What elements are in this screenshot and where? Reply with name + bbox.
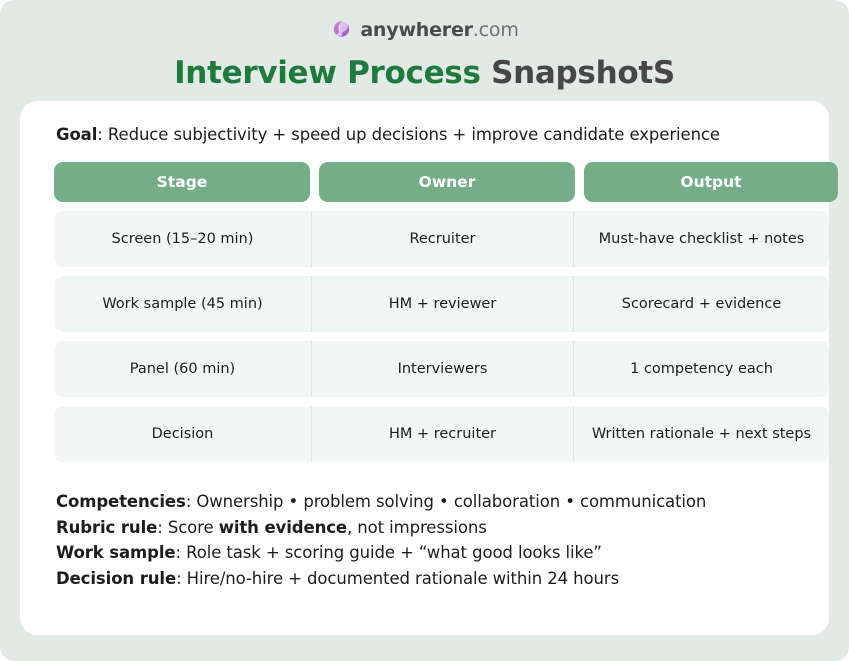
goal-line: Goal: Reduce subjectivity + speed up dec… (56, 125, 813, 144)
note-text: Role task + scoring guide + “what good l… (186, 543, 602, 562)
note-label: Competencies (56, 492, 186, 511)
table-row: Decision HM + recruiter Written rational… (54, 406, 829, 462)
table-row: Work sample (45 min) HM + reviewer Score… (54, 276, 829, 332)
cell-stage: Panel (60 min) (129, 361, 236, 377)
table-header-output: Output (584, 162, 838, 202)
note-label: Work sample (56, 543, 176, 562)
note-text-after: , not impressions (347, 517, 487, 537)
note-label: Decision rule (56, 568, 177, 588)
note-emphasis: with evidence (218, 517, 347, 537)
note-rubric-rule: Rubric rule: Score with evidence, not im… (56, 515, 813, 541)
cell-owner: HM + reviewer (311, 276, 573, 332)
cell-output: Scorecard + evidence (573, 276, 829, 332)
note-work-sample: Work sample: Role task + scoring guide +… (56, 540, 813, 566)
cell-stage: Work sample (45 min) (102, 296, 263, 312)
page-title-highlight: Interview Process (174, 55, 481, 91)
note-separator: : (175, 543, 187, 562)
cell-stage: Decision (151, 426, 214, 442)
cell-output: Must-have checklist + notes (573, 211, 829, 267)
cell-owner: Interviewers (311, 341, 573, 397)
table-row: Panel (60 min) Interviewers 1 competency… (54, 341, 829, 397)
brand-text: anywherer.com (360, 18, 519, 41)
cell-owner: HM + recruiter (311, 406, 573, 462)
brand-name: anywherer (360, 18, 473, 41)
globe-icon (330, 19, 353, 42)
note-decision-rule: Decision rule: Hire/no-hire + documented… (56, 566, 813, 592)
table-header-stage: Stage (54, 162, 310, 202)
cell-stage: Screen (15–20 min) (111, 231, 254, 247)
note-competencies: Competencies: Ownership • problem solvin… (56, 489, 813, 515)
brand-header: anywherer.com (0, 0, 849, 44)
page-title: Interview Process SnapshotS (0, 55, 849, 91)
brand-tld: .com (472, 18, 519, 41)
cell-output: 1 competency each (573, 341, 829, 397)
table-header-owner: Owner (319, 162, 575, 202)
table-header-row: Stage Owner Output (54, 162, 838, 202)
goal-label: Goal (56, 125, 98, 144)
cell-owner: Recruiter (311, 211, 573, 267)
goal-text: Reduce subjectivity + speed up decisions… (107, 125, 720, 144)
page-title-rest-text: SnapshotS (491, 55, 675, 91)
page-title-rest: SnapshotS (481, 55, 675, 91)
notes-block: Competencies: Ownership • problem solvin… (56, 489, 813, 591)
note-separator: : (176, 568, 187, 588)
note-text: Hire/no-hire + documented rationale with… (186, 568, 620, 588)
note-label: Rubric rule (56, 517, 158, 537)
content-card: Goal: Reduce subjectivity + speed up dec… (20, 101, 838, 635)
note-separator: : (157, 517, 168, 537)
note-text-before: Score (167, 517, 219, 537)
table-row: Screen (15–20 min) Recruiter Must-have c… (54, 211, 829, 267)
goal-separator: : (97, 125, 108, 144)
cell-output: Written rationale + next steps (573, 406, 829, 462)
note-text: Ownership • problem solving • collaborat… (196, 492, 707, 511)
note-separator: : (185, 492, 197, 511)
